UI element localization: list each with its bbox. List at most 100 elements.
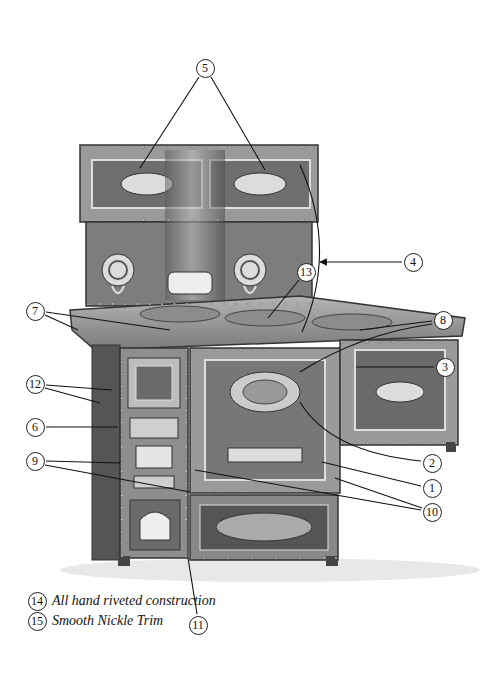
lid <box>140 306 220 322</box>
rivet <box>404 341 406 343</box>
leg <box>446 442 456 452</box>
callout-text: 10 <box>426 506 438 518</box>
rivet <box>185 409 187 411</box>
rivet <box>264 349 266 351</box>
rivet <box>167 146 169 148</box>
leader-line <box>322 462 421 486</box>
emblem <box>109 261 127 279</box>
ash-opening <box>140 512 170 540</box>
rivet <box>341 442 343 444</box>
rivet <box>121 458 123 460</box>
rivet <box>253 146 255 148</box>
rivet <box>227 490 229 492</box>
oven-panel <box>205 360 325 480</box>
callout-text: 2 <box>429 457 435 469</box>
rivet <box>229 146 231 148</box>
shaker-plate <box>136 446 172 468</box>
rivet <box>185 494 187 496</box>
rivet <box>121 543 123 545</box>
rivet <box>185 397 187 399</box>
rivet <box>121 385 123 387</box>
rivet <box>106 219 108 221</box>
drawer-plate <box>216 513 312 541</box>
rivet <box>430 442 432 444</box>
rivet <box>121 422 123 424</box>
leader-line <box>46 461 120 463</box>
rivet <box>161 303 163 305</box>
leader-arrow <box>320 261 402 262</box>
callout-text: 12 <box>29 378 41 390</box>
callout-number: 14 <box>28 592 47 611</box>
leg <box>118 556 130 566</box>
reservoir-panel <box>355 350 445 430</box>
rivet <box>303 219 305 221</box>
rivet <box>252 349 254 351</box>
rivet <box>173 303 175 305</box>
rivet <box>121 446 123 448</box>
rivet <box>142 146 144 148</box>
rivet <box>210 303 212 305</box>
rivet <box>121 555 123 557</box>
rivet <box>185 434 187 436</box>
rivet <box>239 557 241 559</box>
rivet <box>354 442 356 444</box>
leader-line <box>300 324 432 372</box>
rivet <box>276 490 278 492</box>
reservoir <box>340 340 458 445</box>
oven-handle <box>228 448 302 462</box>
rivet <box>124 303 126 305</box>
rivet <box>81 219 83 221</box>
rivet <box>121 409 123 411</box>
rivet <box>185 555 187 557</box>
rivet <box>442 442 444 444</box>
rivet <box>263 557 265 559</box>
rivet <box>379 341 381 343</box>
rivet <box>192 146 194 148</box>
rivet <box>204 219 206 221</box>
note-text: All hand riveted construction <box>52 593 216 610</box>
rivet <box>392 341 394 343</box>
rivet <box>290 146 292 148</box>
bracket <box>300 165 320 332</box>
warming-drawer <box>190 495 338 560</box>
rivet <box>404 442 406 444</box>
rivet <box>130 219 132 221</box>
callout-text: 3 <box>442 361 448 373</box>
rivet <box>311 557 313 559</box>
rivet <box>284 303 286 305</box>
leader-line <box>46 312 170 330</box>
rivet <box>185 531 187 533</box>
callout-number: 7 <box>26 302 45 321</box>
rivet <box>229 219 231 221</box>
callout-text: 11 <box>192 619 204 631</box>
oven-door <box>190 348 340 493</box>
rivet <box>185 349 187 351</box>
callout-text: 8 <box>440 314 446 326</box>
rivet <box>278 146 280 148</box>
rivet <box>93 146 95 148</box>
note-text: Smooth Nickle Trim <box>52 613 163 630</box>
leader-line <box>268 280 299 318</box>
rivet <box>309 303 311 305</box>
drawer-panel <box>200 505 328 550</box>
rivet <box>299 557 301 559</box>
cooktop <box>70 296 465 350</box>
rivets <box>81 146 457 559</box>
leader-line <box>300 402 421 461</box>
rivet <box>185 361 187 363</box>
rivet <box>191 490 193 492</box>
rivet <box>121 397 123 399</box>
rivet <box>185 446 187 448</box>
rivet <box>121 519 123 521</box>
rivet <box>288 490 290 492</box>
rivet <box>121 531 123 533</box>
rivet <box>185 506 187 508</box>
emblem <box>102 254 134 286</box>
callout-number: 9 <box>26 452 45 471</box>
callout-number: 2 <box>423 454 442 473</box>
name-plate <box>168 272 212 294</box>
rivet <box>121 349 123 351</box>
rivet <box>121 361 123 363</box>
